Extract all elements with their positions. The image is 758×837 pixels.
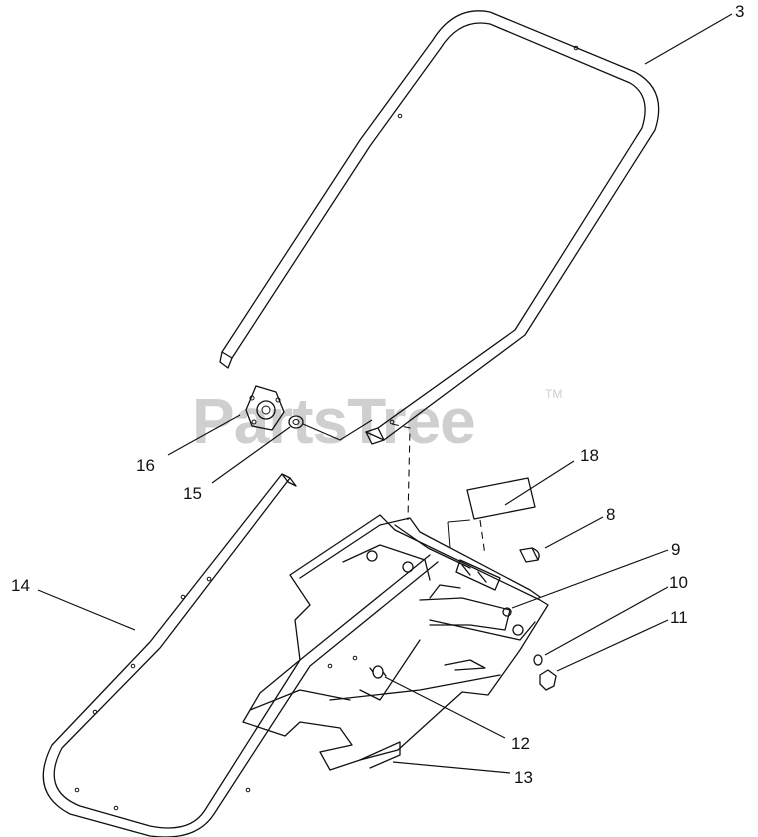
assembly-dash-handle: [391, 423, 411, 521]
knob-part-16: [245, 385, 285, 431]
callout-8: 8: [606, 505, 615, 524]
watermark-text: PartsTree: [192, 385, 475, 457]
washer-part-10: [533, 654, 543, 666]
callout-14: 14: [11, 576, 30, 595]
callout-9: 9: [671, 540, 680, 559]
leader-12: [384, 676, 506, 739]
callout-12: 12: [511, 734, 530, 753]
leader-18: [504, 460, 575, 506]
leader-11: [556, 619, 669, 672]
callout-3: 3: [735, 2, 744, 21]
leader-3: [644, 13, 733, 65]
callout-labels: 3 18 8 9 10 11 12 13 14 15 16: [11, 2, 744, 787]
watermark-trademark: TM: [545, 387, 562, 401]
callout-11: 11: [670, 608, 688, 627]
washer-part-15: [288, 415, 304, 429]
leader-10: [544, 586, 669, 656]
callout-13: 13: [514, 768, 533, 787]
assembly-line-knob: [302, 419, 373, 441]
deck-base: [242, 514, 549, 771]
spacer-part-12: [369, 665, 387, 679]
upper-handle-part-3: [219, 10, 660, 445]
callout-16: 16: [136, 456, 155, 475]
leader-lines: [37, 13, 733, 774]
leader-8: [544, 516, 604, 549]
decal-part-18: [447, 477, 536, 556]
callout-15: 15: [183, 484, 202, 503]
callout-10: 10: [669, 573, 688, 592]
leader-9: [511, 549, 669, 609]
nut-part-11: [539, 669, 557, 691]
leader-14: [37, 589, 136, 631]
callout-18: 18: [580, 446, 599, 465]
watermark: PartsTree TM: [192, 385, 562, 457]
leader-13: [392, 761, 511, 774]
bolt-part-8: [519, 547, 540, 563]
leader-16: [167, 414, 241, 456]
lower-handle-part-14: [42, 473, 439, 837]
leader-15: [211, 426, 291, 484]
